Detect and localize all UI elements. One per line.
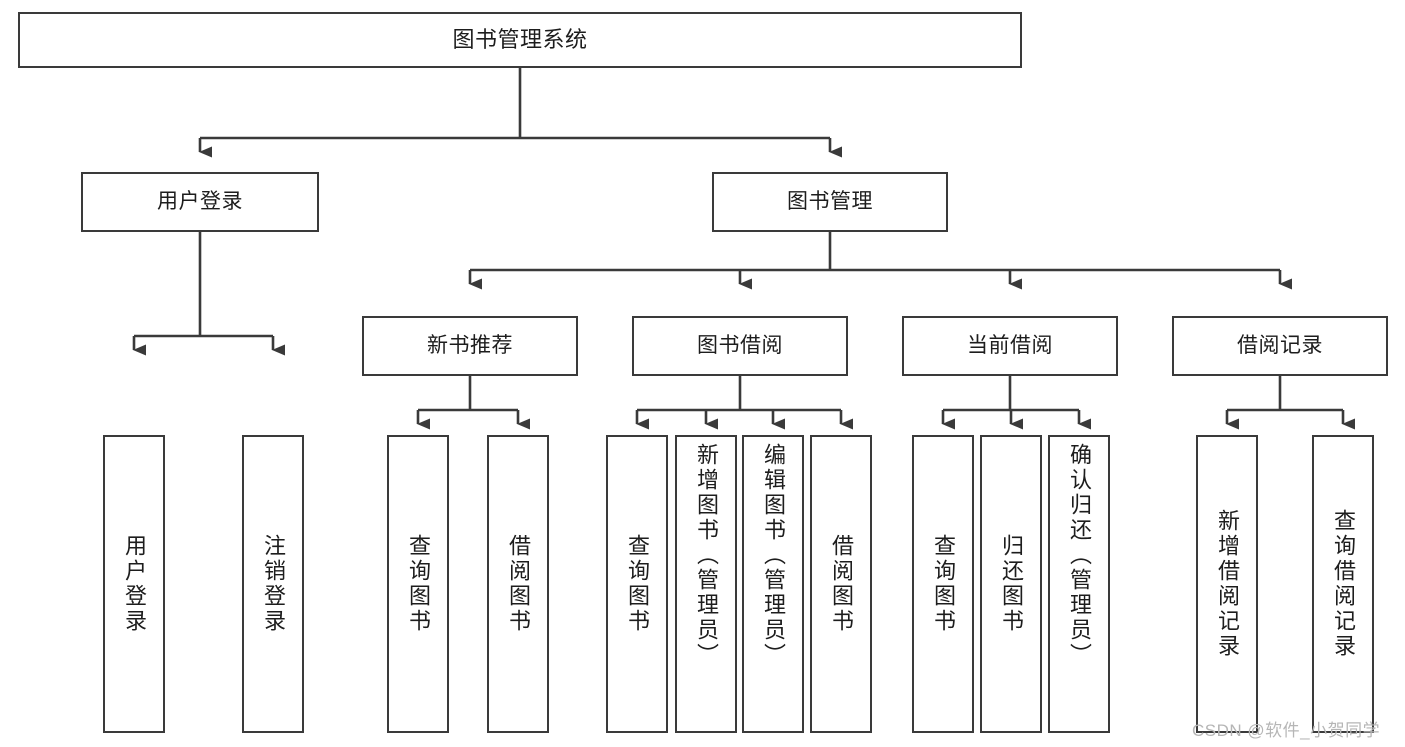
node-leaf-borrow-book-bb[interactable]: 借阅图书 <box>810 435 872 733</box>
node-new-book-rec[interactable]: 新书推荐 <box>362 316 578 376</box>
node-label: 新增图书（管理员） <box>694 443 719 668</box>
node-book-borrow[interactable]: 图书借阅 <box>632 316 848 376</box>
node-label: 新书推荐 <box>427 334 513 358</box>
node-leaf-return-book[interactable]: 归还图书 <box>980 435 1042 733</box>
node-leaf-add-book[interactable]: 新增图书（管理员） <box>675 435 737 733</box>
node-leaf-query-book-bb[interactable]: 查询图书 <box>606 435 668 733</box>
node-label: 用户登录 <box>157 190 243 214</box>
node-label: 确认归还（管理员） <box>1067 443 1092 668</box>
node-label: 借阅图书 <box>829 534 854 634</box>
node-leaf-user-login[interactable]: 用户登录 <box>103 435 165 733</box>
node-label: 查询图书 <box>931 534 956 634</box>
csdn-watermark: CSDN @软件_小贺同学 <box>1192 721 1381 740</box>
node-leaf-borrow-book-rec[interactable]: 借阅图书 <box>487 435 549 733</box>
node-label: 当前借阅 <box>967 334 1053 358</box>
node-label: 图书管理 <box>787 190 873 214</box>
node-leaf-query-record[interactable]: 查询借阅记录 <box>1312 435 1374 733</box>
node-leaf-logout[interactable]: 注销登录 <box>242 435 304 733</box>
node-label: 用户登录 <box>122 534 147 634</box>
node-user-login[interactable]: 用户登录 <box>81 172 319 232</box>
node-leaf-confirm-return[interactable]: 确认归还（管理员） <box>1048 435 1110 733</box>
node-label: 查询图书 <box>625 534 650 634</box>
node-leaf-query-book-cb[interactable]: 查询图书 <box>912 435 974 733</box>
node-label: 查询图书 <box>406 534 431 634</box>
node-label: 图书借阅 <box>697 334 783 358</box>
node-label: 注销登录 <box>261 534 286 634</box>
node-label: 新增借阅记录 <box>1215 509 1240 659</box>
node-label: 编辑图书（管理员） <box>761 443 786 668</box>
node-label: 图书管理系统 <box>452 26 588 52</box>
node-leaf-query-book-rec[interactable]: 查询图书 <box>387 435 449 733</box>
node-label: 借阅图书 <box>506 534 531 634</box>
node-leaf-add-record[interactable]: 新增借阅记录 <box>1196 435 1258 733</box>
node-book-manage[interactable]: 图书管理 <box>712 172 948 232</box>
node-borrow-record[interactable]: 借阅记录 <box>1172 316 1388 376</box>
node-label: 查询借阅记录 <box>1331 509 1356 659</box>
node-leaf-edit-book[interactable]: 编辑图书（管理员） <box>742 435 804 733</box>
node-label: 借阅记录 <box>1237 334 1323 358</box>
node-label: 归还图书 <box>999 534 1024 634</box>
node-current-borrow[interactable]: 当前借阅 <box>902 316 1118 376</box>
node-root[interactable]: 图书管理系统 <box>18 12 1022 68</box>
